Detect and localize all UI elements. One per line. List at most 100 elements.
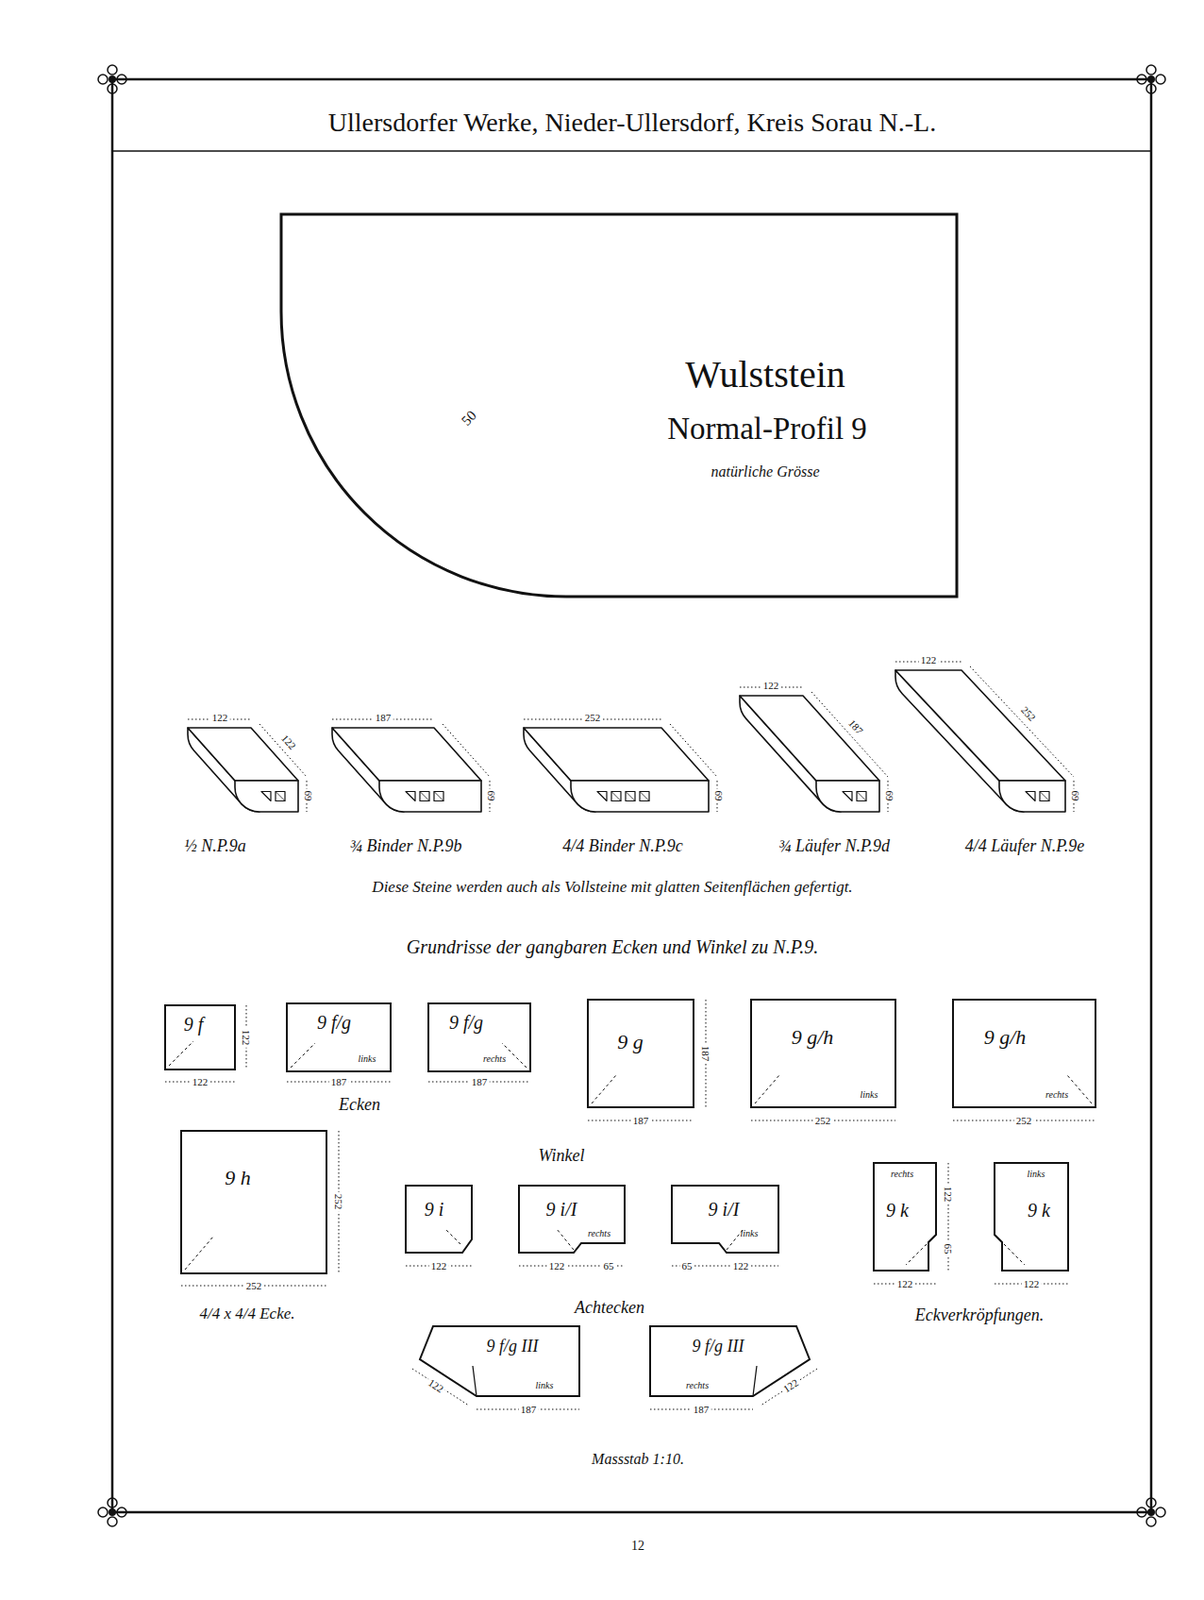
piece-number: 9 i/I bbox=[546, 1198, 578, 1220]
dimension-value: 65 bbox=[680, 1259, 695, 1271]
caption-text: ½ N.P.9a bbox=[182, 836, 249, 856]
dimension-value: 69 bbox=[485, 788, 498, 803]
caption-text: 4/4 Läufer N.P.9e bbox=[963, 836, 1087, 856]
caption-text: Ecken bbox=[336, 1095, 383, 1115]
piece-number: 9 i/I bbox=[708, 1198, 740, 1220]
dimension-value: 187 bbox=[691, 1403, 712, 1415]
dimension-value: 69 bbox=[302, 788, 315, 803]
dimension-value: 122 bbox=[761, 679, 782, 691]
dimension-value: 122 bbox=[731, 1259, 752, 1271]
dimension-value: 122 bbox=[895, 1277, 916, 1289]
piece-number: 9 g/h bbox=[984, 1025, 1027, 1049]
dimension-value: 252 bbox=[333, 1191, 345, 1212]
dimension-line bbox=[895, 661, 1074, 812]
dimension-value: 122 bbox=[278, 730, 301, 753]
caption-text: Achtecken bbox=[572, 1298, 647, 1318]
caption-text: Winkel bbox=[536, 1146, 587, 1166]
piece-number: 9 f/g bbox=[317, 1011, 352, 1033]
outline-shape bbox=[181, 1130, 327, 1273]
dimension-value: 122 bbox=[919, 653, 939, 666]
dimension-value: 122 bbox=[547, 1259, 568, 1271]
piece-number: 9 g/h bbox=[791, 1025, 835, 1049]
dimension-value: 187 bbox=[469, 1075, 490, 1087]
dimension-value: 122 bbox=[424, 1374, 448, 1395]
piece-number: rechts bbox=[890, 1168, 914, 1179]
piece-number: rechts bbox=[587, 1227, 611, 1238]
piece-number: 9 i bbox=[424, 1198, 445, 1220]
piece-number: 9 h bbox=[224, 1166, 251, 1189]
corner-ornament bbox=[1137, 65, 1166, 94]
caption-text: Massstab 1:10. bbox=[589, 1450, 686, 1468]
dimension-value: 187 bbox=[373, 711, 394, 723]
dimension-value: 12 bbox=[629, 1538, 647, 1553]
dimension-line bbox=[332, 719, 490, 812]
dimension-value: 69 bbox=[1070, 788, 1082, 803]
dimension-value: 122 bbox=[240, 1027, 252, 1048]
piece-number: links bbox=[740, 1227, 759, 1238]
brick-drawing bbox=[332, 727, 482, 812]
plan-outline: 9 i/I rechts bbox=[518, 1185, 625, 1253]
caption-text: Diese Steine werden auch als Vollsteine … bbox=[369, 878, 854, 897]
caption-text: 4/4 Binder N.P.9c bbox=[560, 836, 686, 856]
piece-number: rechts bbox=[685, 1379, 709, 1390]
dimension-line bbox=[187, 719, 307, 812]
plan-outline: 9 g/h rechts bbox=[953, 999, 1096, 1107]
dimension-value: 122 bbox=[429, 1259, 450, 1271]
corner-ornament bbox=[1137, 1497, 1166, 1526]
caption-text: Eckverkröpfungen. bbox=[913, 1305, 1046, 1325]
dimension-value: 187 bbox=[631, 1114, 652, 1126]
caption-text: ¾ Läufer N.P.9d bbox=[776, 836, 892, 856]
dimension-value: 187 bbox=[518, 1403, 539, 1415]
piece-number: links bbox=[358, 1053, 377, 1064]
plan-outline: 9 h bbox=[181, 1130, 327, 1273]
profile-heading: Normal-Profil 9 bbox=[667, 411, 868, 446]
page-frame bbox=[112, 79, 1152, 1512]
dimension-value: 65 bbox=[942, 1241, 954, 1256]
brick-drawing bbox=[523, 727, 709, 812]
piece-number: links bbox=[535, 1379, 554, 1390]
plan-outline: 9 g bbox=[587, 999, 694, 1107]
header-rule bbox=[112, 150, 1152, 152]
dimension-value: 122 bbox=[1021, 1277, 1042, 1289]
dimension-line bbox=[523, 719, 718, 812]
caption-text: 4/4 x 4/4 Ecke. bbox=[197, 1304, 297, 1323]
plan-outline: 9 i/Ilinks bbox=[671, 1185, 779, 1253]
piece-number: rechts bbox=[1045, 1088, 1069, 1100]
dimension-value: 122 bbox=[210, 711, 231, 723]
dimension-value: 252 bbox=[1018, 702, 1040, 724]
profile-heading: natürliche Grösse bbox=[710, 463, 820, 481]
side-note: 9 f/g III bbox=[486, 1337, 539, 1356]
page-header: Ullersdorfer Werke, Nieder-Ullersdorf, K… bbox=[328, 108, 937, 138]
dimension-value: 187 bbox=[845, 715, 868, 737]
dimension-value: 252 bbox=[813, 1114, 834, 1126]
dimension-value: 65 bbox=[602, 1259, 617, 1271]
plan-outline: 9 f bbox=[165, 1004, 235, 1070]
profile-heading: Wulststein bbox=[685, 353, 846, 396]
dimension-value: 122 bbox=[779, 1374, 803, 1395]
plan-outline: links9 k bbox=[994, 1162, 1069, 1271]
corner-ornament bbox=[98, 65, 127, 94]
piece-number: 9 f/g bbox=[449, 1011, 484, 1033]
piece-number: 9 k bbox=[886, 1199, 909, 1221]
profile-outline: WulststeinNormal-Profil 9 natürliche Grös… bbox=[281, 214, 957, 597]
outline-shape bbox=[281, 214, 957, 597]
corner-ornament bbox=[98, 1497, 127, 1526]
piece-number: 9 f bbox=[183, 1013, 204, 1035]
outline-shape bbox=[953, 999, 1096, 1107]
dimension-line bbox=[739, 686, 888, 812]
plan-outline: 9 f/g rechts bbox=[428, 1003, 531, 1071]
dimension-value: 252 bbox=[244, 1279, 265, 1291]
plan-outline: 9 i bbox=[405, 1185, 472, 1253]
dimension-value: 69 bbox=[884, 788, 896, 803]
dimension-value: 122 bbox=[190, 1075, 211, 1087]
side-note: 9 f/g III bbox=[692, 1337, 745, 1356]
brick-drawing bbox=[739, 695, 880, 812]
dimension-value: 122 bbox=[942, 1184, 954, 1204]
dimension-value: 187 bbox=[700, 1043, 712, 1064]
piece-number: links bbox=[1027, 1168, 1046, 1179]
piece-number: rechts bbox=[483, 1053, 506, 1064]
plan-outline: rechts 9 k bbox=[873, 1162, 937, 1271]
piece-number: 9 g bbox=[617, 1030, 644, 1054]
caption-text: ¾ Binder N.P.9b bbox=[347, 836, 464, 856]
dimension-value: 69 bbox=[713, 788, 725, 803]
